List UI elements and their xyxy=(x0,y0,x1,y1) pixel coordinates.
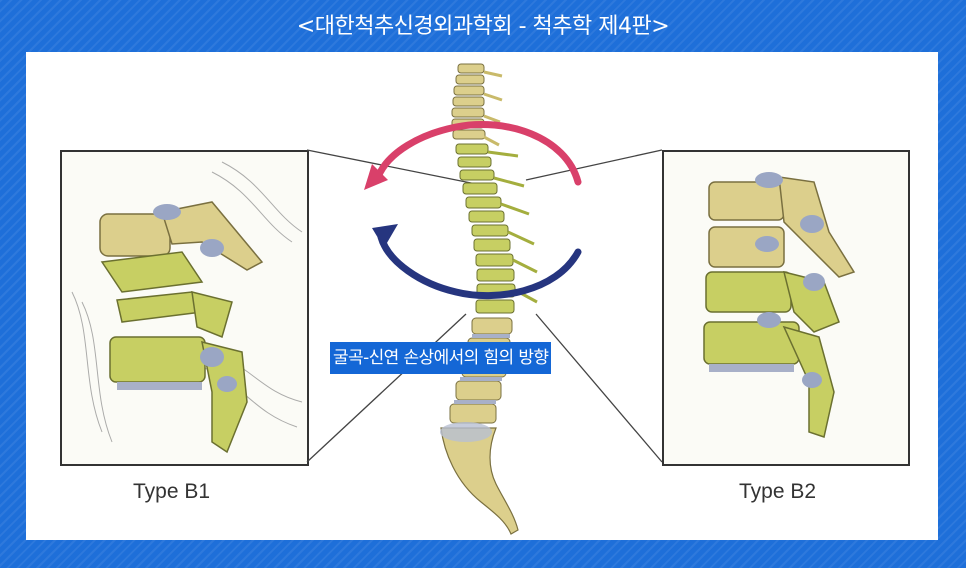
type-b2-label: Type B2 xyxy=(739,480,817,503)
spine-diagram xyxy=(306,63,663,535)
page-title: <대한척추신경외과학회 - 척추학 제4판> xyxy=(296,14,670,39)
figure-panel: Type B1 Type B2 xyxy=(26,52,938,540)
type-b1-label: Type B1 xyxy=(133,480,211,503)
force-direction-callout: 굴곡-신연 손상에서의 힘의 방향 xyxy=(330,342,552,374)
type-b1-illustration xyxy=(71,161,303,454)
type-b2-detail-frame xyxy=(662,150,910,466)
distraction-arrow xyxy=(372,224,582,300)
flexion-arrow xyxy=(364,120,582,190)
type-b2-illustration xyxy=(703,172,856,438)
zoom-connector-lines xyxy=(306,149,663,463)
type-b1-detail-frame xyxy=(60,150,309,466)
